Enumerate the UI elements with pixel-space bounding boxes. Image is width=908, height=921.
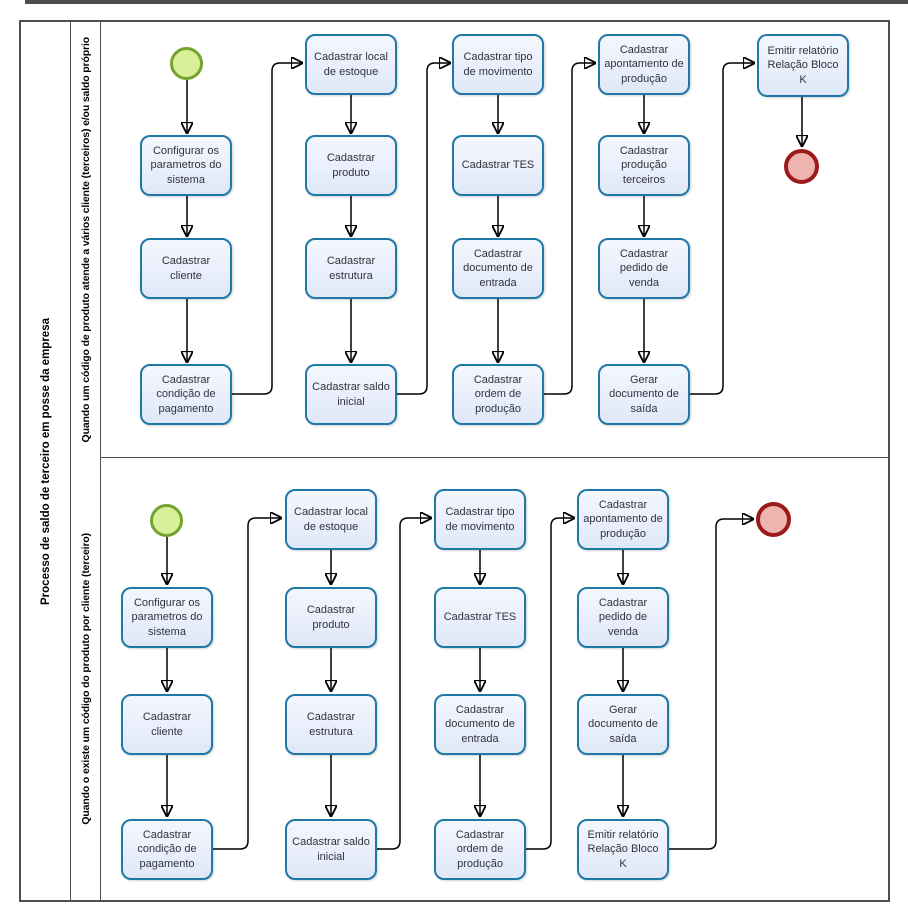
task-cadastrar-produto-lane1[interactable]: Cadastrar produto — [305, 135, 397, 196]
task-configurar-parametros-lane2[interactable]: Configurar os parametros do sistema — [121, 587, 213, 648]
task-cadastrar-cliente-lane2[interactable]: Cadastrar cliente — [121, 694, 213, 755]
task-emitir-relatorio-bloco-k-lane1[interactable]: Emitir relatório Relação Bloco K — [757, 34, 849, 97]
task-cadastrar-local-estoque-lane1[interactable]: Cadastrar local de estoque — [305, 34, 397, 95]
task-cadastrar-saldo-inicial-lane1[interactable]: Cadastrar saldo inicial — [305, 364, 397, 425]
task-cadastrar-tipo-movimento-lane1[interactable]: Cadastrar tipo de movimento — [452, 34, 544, 95]
task-cadastrar-ordem-producao-lane1[interactable]: Cadastrar ordem de produção — [452, 364, 544, 425]
task-cadastrar-pedido-venda-lane2[interactable]: Cadastrar pedido de venda — [577, 587, 669, 648]
lane1-title: Quando um código de produto atende a vár… — [79, 36, 92, 443]
task-cadastrar-local-estoque-lane2[interactable]: Cadastrar local de estoque — [285, 489, 377, 550]
task-cadastrar-pedido-venda-lane1[interactable]: Cadastrar pedido de venda — [598, 238, 690, 299]
pool-title: Processo de saldo de terceiro em posse d… — [39, 317, 52, 605]
task-cadastrar-condicao-pagamento-lane2[interactable]: Cadastrar condição de pagamento — [121, 819, 213, 880]
pool-title-band: Processo de saldo de terceiro em posse d… — [21, 22, 71, 900]
lane1-title-band: Quando um código de produto atende a vár… — [71, 22, 101, 457]
task-cadastrar-tes-lane1[interactable]: Cadastrar TES — [452, 135, 544, 196]
task-cadastrar-tes-lane2[interactable]: Cadastrar TES — [434, 587, 526, 648]
task-cadastrar-saldo-inicial-lane2[interactable]: Cadastrar saldo inicial — [285, 819, 377, 880]
task-cadastrar-condicao-pagamento-lane1[interactable]: Cadastrar condição de pagamento — [140, 364, 232, 425]
task-cadastrar-produto-lane2[interactable]: Cadastrar produto — [285, 587, 377, 648]
task-cadastrar-documento-entrada-lane1[interactable]: Cadastrar documento de entrada — [452, 238, 544, 299]
lane2-title: Quando o existe um código do produto por… — [79, 532, 92, 825]
lane2-title-band: Quando o existe um código do produto por… — [71, 457, 101, 900]
task-cadastrar-tipo-movimento-lane2[interactable]: Cadastrar tipo de movimento — [434, 489, 526, 550]
start-event-lane2[interactable] — [150, 504, 183, 537]
lane-divider — [101, 457, 888, 458]
task-cadastrar-producao-terceiros-lane1[interactable]: Cadastrar produção terceiros — [598, 135, 690, 196]
end-event-lane2[interactable] — [756, 502, 791, 537]
pool-frame: Processo de saldo de terceiro em posse d… — [19, 20, 890, 902]
task-gerar-documento-saida-lane1[interactable]: Gerar documento de saída — [598, 364, 690, 425]
start-event-lane1[interactable] — [170, 47, 203, 80]
task-configurar-parametros-lane1[interactable]: Configurar os parametros do sistema — [140, 135, 232, 196]
window-edge-strip — [25, 0, 908, 4]
task-cadastrar-apontamento-producao-lane2[interactable]: Cadastrar apontamento de produção — [577, 489, 669, 550]
end-event-lane1[interactable] — [784, 149, 819, 184]
task-cadastrar-ordem-producao-lane2[interactable]: Cadastrar ordem de produção — [434, 819, 526, 880]
task-emitir-relatorio-bloco-k-lane2[interactable]: Emitir relatório Relação Bloco K — [577, 819, 669, 880]
task-gerar-documento-saida-lane2[interactable]: Gerar documento de saída — [577, 694, 669, 755]
task-cadastrar-cliente-lane1[interactable]: Cadastrar cliente — [140, 238, 232, 299]
task-cadastrar-estrutura-lane1[interactable]: Cadastrar estrutura — [305, 238, 397, 299]
task-cadastrar-documento-entrada-lane2[interactable]: Cadastrar documento de entrada — [434, 694, 526, 755]
task-cadastrar-estrutura-lane2[interactable]: Cadastrar estrutura — [285, 694, 377, 755]
task-cadastrar-apontamento-producao-lane1[interactable]: Cadastrar apontamento de produção — [598, 34, 690, 95]
